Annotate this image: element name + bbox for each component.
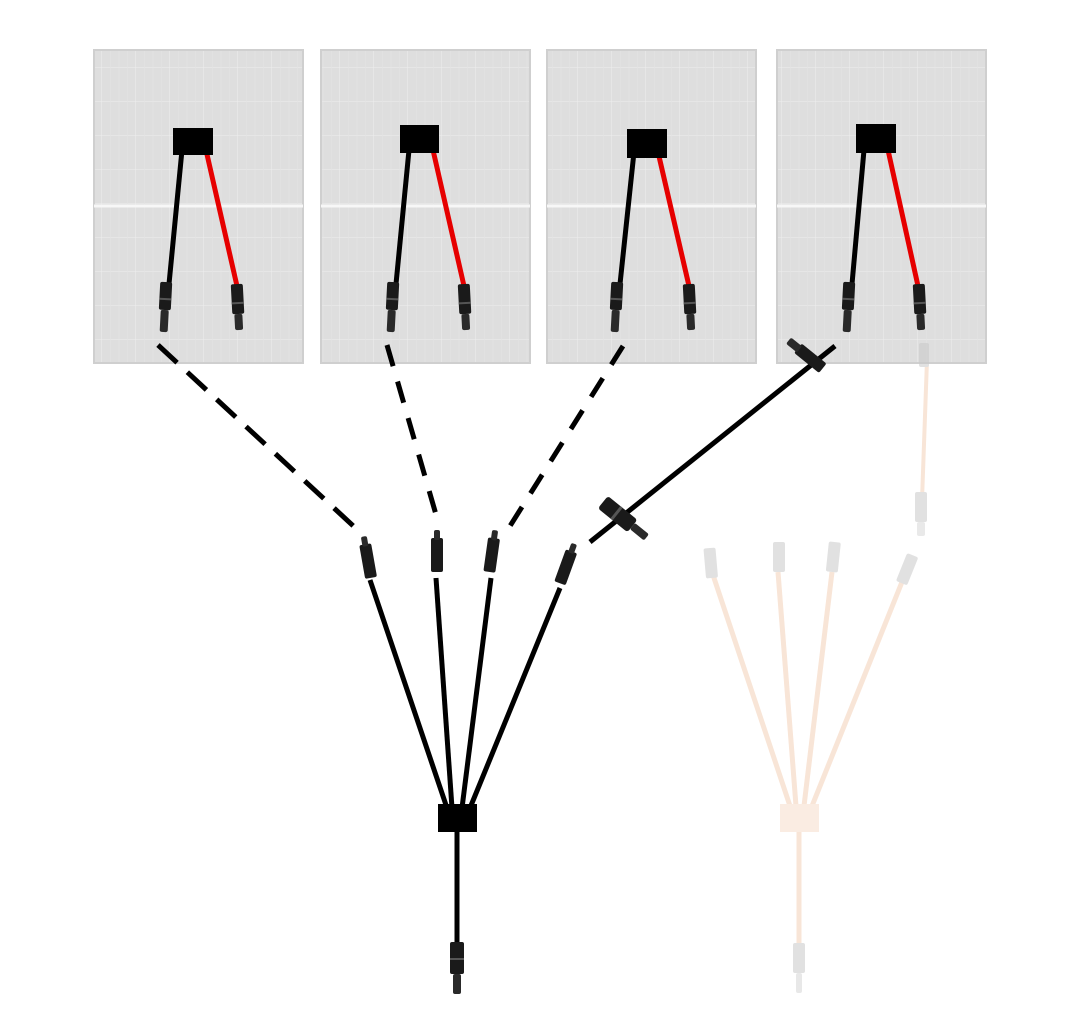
mc4-connector-negative <box>841 281 856 333</box>
panel-3-leads <box>609 129 697 333</box>
branch-input-connector-3 <box>483 530 500 573</box>
mc4-connector <box>786 338 826 373</box>
junction-box <box>173 128 213 155</box>
solar-panel-3 <box>546 49 757 364</box>
branch-connector <box>359 530 577 994</box>
solar-panel-1 <box>93 49 304 364</box>
solar-panel-2 <box>320 49 531 364</box>
solar-panel-4 <box>776 49 987 364</box>
panel-1-leads <box>158 128 245 333</box>
branch-input-connector-4 <box>554 543 577 585</box>
dashed-connection-panel-1 <box>156 343 364 536</box>
extension-cable-panel-4 <box>588 338 837 544</box>
mc4-connector-negative <box>609 281 624 333</box>
junction-box <box>856 124 896 153</box>
dashed-connection-panel-2 <box>384 344 440 519</box>
panel-leads <box>158 124 927 333</box>
branch-hub <box>438 804 477 832</box>
solar-panels <box>93 49 987 364</box>
branch-output-connector <box>450 942 464 994</box>
ghost-branch-connector <box>703 343 929 993</box>
mc4-connector-positive <box>912 283 927 331</box>
junction-box <box>400 125 439 153</box>
dashed-connections <box>156 343 626 536</box>
panel-2-leads <box>385 125 472 333</box>
mc4-connector-negative <box>158 281 173 333</box>
mc4-connector <box>599 497 649 540</box>
mc4-connector-positive <box>457 283 472 331</box>
panel-4-leads <box>841 124 927 333</box>
mc4-connector-positive <box>682 283 697 331</box>
mc4-connector-negative <box>385 281 400 333</box>
branch-input-connector-2 <box>431 530 443 572</box>
mc4-connector-positive <box>230 283 245 331</box>
junction-box <box>627 129 667 158</box>
branch-input-connector-1 <box>359 536 377 579</box>
